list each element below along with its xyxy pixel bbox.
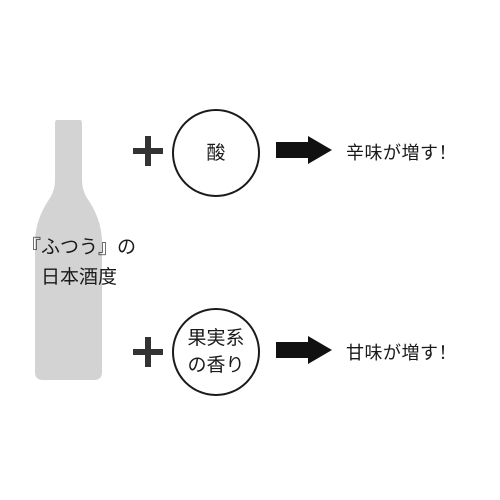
plus-icon: [133, 136, 163, 166]
circle-label-line1: 果実系: [187, 327, 245, 349]
result-sweet: 甘味が増す！: [346, 343, 457, 364]
right-arrow-icon: [276, 136, 332, 164]
bottle-label: 『ふつう』の 日本酒度: [4, 232, 154, 292]
plus-icon: [133, 337, 163, 367]
fruity-aroma-circle: 果実系 の香り: [172, 308, 260, 396]
bottle-label-line1: 『ふつう』の: [21, 236, 136, 258]
right-arrow-icon: [276, 336, 332, 364]
acid-circle: 酸: [172, 109, 260, 197]
circle-label-line2: の香り: [187, 354, 245, 376]
circle-label: 酸: [206, 141, 226, 164]
bottle-label-line2: 日本酒度: [40, 266, 117, 288]
result-dry: 辛味が増す！: [346, 143, 457, 164]
